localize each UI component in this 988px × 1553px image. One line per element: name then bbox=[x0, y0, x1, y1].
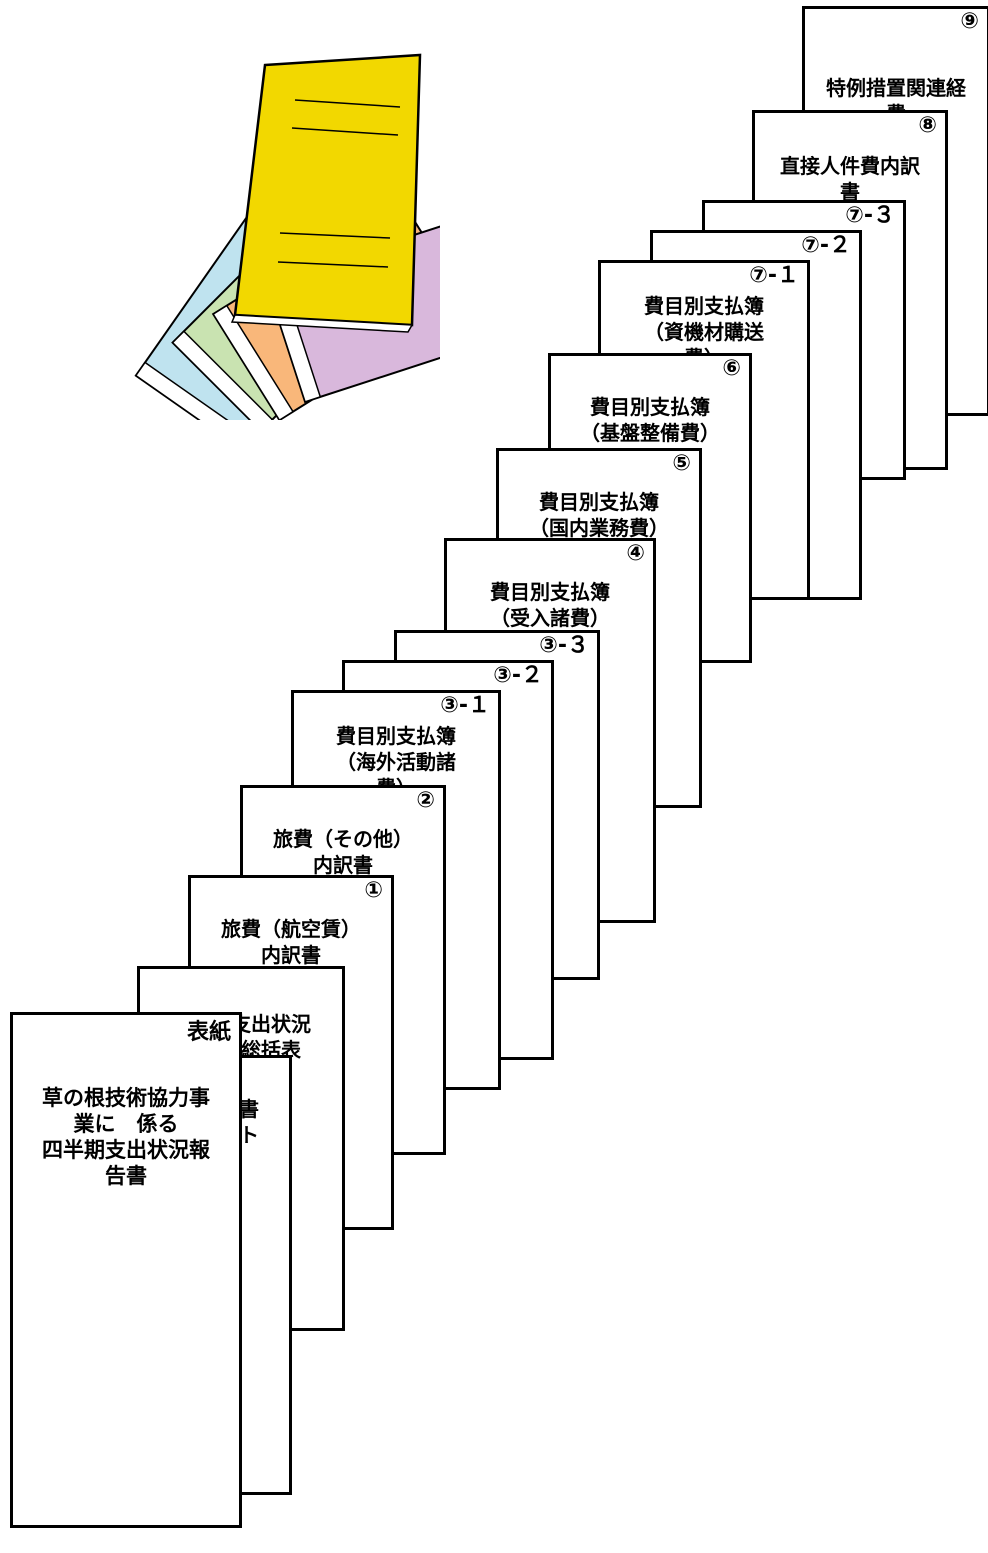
sheet-number: ③-２ bbox=[493, 663, 543, 689]
sheet-number: ⑥ bbox=[722, 356, 741, 382]
cover-title: 草の根技術協力事 業に 係る 四半期支出状況報 告書 bbox=[17, 1085, 235, 1189]
sheet-title: 費目別支払簿 （基盤整備費） bbox=[555, 394, 745, 446]
sheet-number: ③-１ bbox=[440, 693, 490, 719]
binder-yellow bbox=[232, 55, 420, 332]
sheet-number: ⑧ bbox=[918, 113, 937, 139]
sheet-number: ⑦-１ bbox=[749, 263, 799, 289]
cover-label: 表紙 bbox=[187, 1019, 231, 1047]
binders-illustration bbox=[40, 40, 440, 420]
sheet-number: ⑨ bbox=[960, 9, 979, 35]
sheet-number: ⑦-３ bbox=[845, 203, 895, 229]
sheet-number: ③-３ bbox=[539, 633, 589, 659]
sheet-title: 旅費（航空賃） 内訳書 bbox=[195, 916, 387, 968]
sheet-title: 直接人件費内訳 書 bbox=[759, 153, 941, 205]
sheet-number: ④ bbox=[626, 541, 645, 567]
sheet-number: ① bbox=[364, 878, 383, 904]
cover-sheet: 表紙 草の根技術協力事 業に 係る 四半期支出状況報 告書 bbox=[10, 1012, 242, 1528]
sheet-number: ⑦-２ bbox=[801, 233, 851, 259]
sheet-title: 費目別支払簿 （受入諸費） bbox=[451, 579, 649, 631]
sheet-number: ⑤ bbox=[672, 451, 691, 477]
sheet-title: 費目別支払簿 （国内業務費） bbox=[503, 489, 695, 541]
sheet-number: ② bbox=[416, 788, 435, 814]
sheet-title: 旅費（その他） 内訳書 bbox=[247, 826, 439, 878]
